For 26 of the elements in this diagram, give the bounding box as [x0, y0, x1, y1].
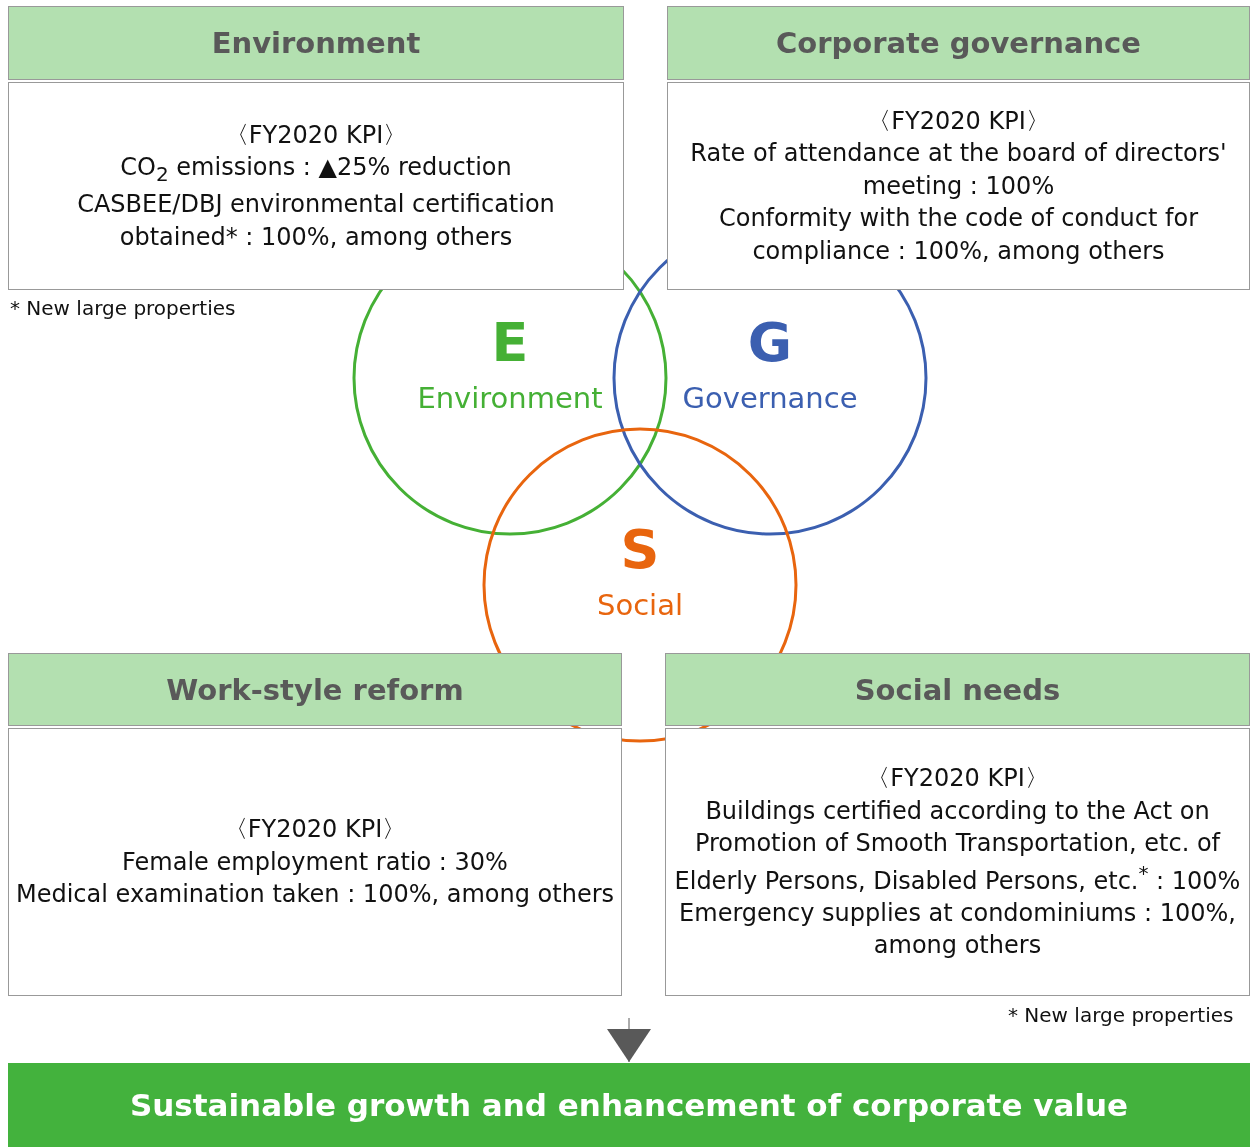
- kpi-text: Rate of attendance at the board of directors' meeting : 100%: [689, 138, 1228, 202]
- kpi-text: Emergency supplies at condominiums : 100%, among others: [678, 897, 1237, 962]
- circle-letter: G: [747, 316, 793, 370]
- arrow: [607, 1017, 651, 1063]
- kpi-text: CO$_{2}$ emissions : ▲25% reduction: [119, 152, 513, 189]
- circle-letter: S: [620, 523, 660, 577]
- kpi-text: Medical examination taken : 100%, among others: [15, 879, 615, 911]
- panel-heading: Corporate governance: [667, 6, 1250, 80]
- kpi-heading: 〈FY2020 KPI〉: [223, 120, 409, 151]
- panel-heading: Work-style reform: [8, 653, 622, 726]
- kpi-text: CASBEE/DBJ environmental certification obtained* : 100%, among others: [76, 189, 556, 253]
- circle-label: Environment: [417, 384, 603, 413]
- kpi-heading: 〈FY2020 KPI〉: [222, 814, 408, 846]
- circle-letter: E: [491, 316, 529, 370]
- footnote: * New large properties: [1008, 1003, 1234, 1027]
- kpi-heading: 〈FY2020 KPI〉: [865, 763, 1050, 795]
- panel-heading: Environment: [8, 6, 624, 80]
- kpi-heading: 〈FY2020 KPI〉: [866, 106, 1051, 137]
- footnote: * New large properties: [10, 296, 236, 320]
- panel-heading: Social needs: [665, 653, 1250, 726]
- kpi-text: Female employment ratio : 30%: [121, 846, 509, 878]
- kpi-text: Conformity with the code of conduct for compliance : 100%, among others: [717, 203, 1200, 267]
- result-banner: Sustainable growth and enhancement of corporate value: [8, 1063, 1250, 1147]
- kpi-text: Buildings certified according to the Act on Promotion of Smooth Transportation, etc. of Elderly Persons, Disabled Persons, etc.$^{*}$ : 100%: [673, 795, 1242, 897]
- circle-label: Social: [597, 591, 683, 620]
- circle-label: Governance: [682, 384, 858, 413]
